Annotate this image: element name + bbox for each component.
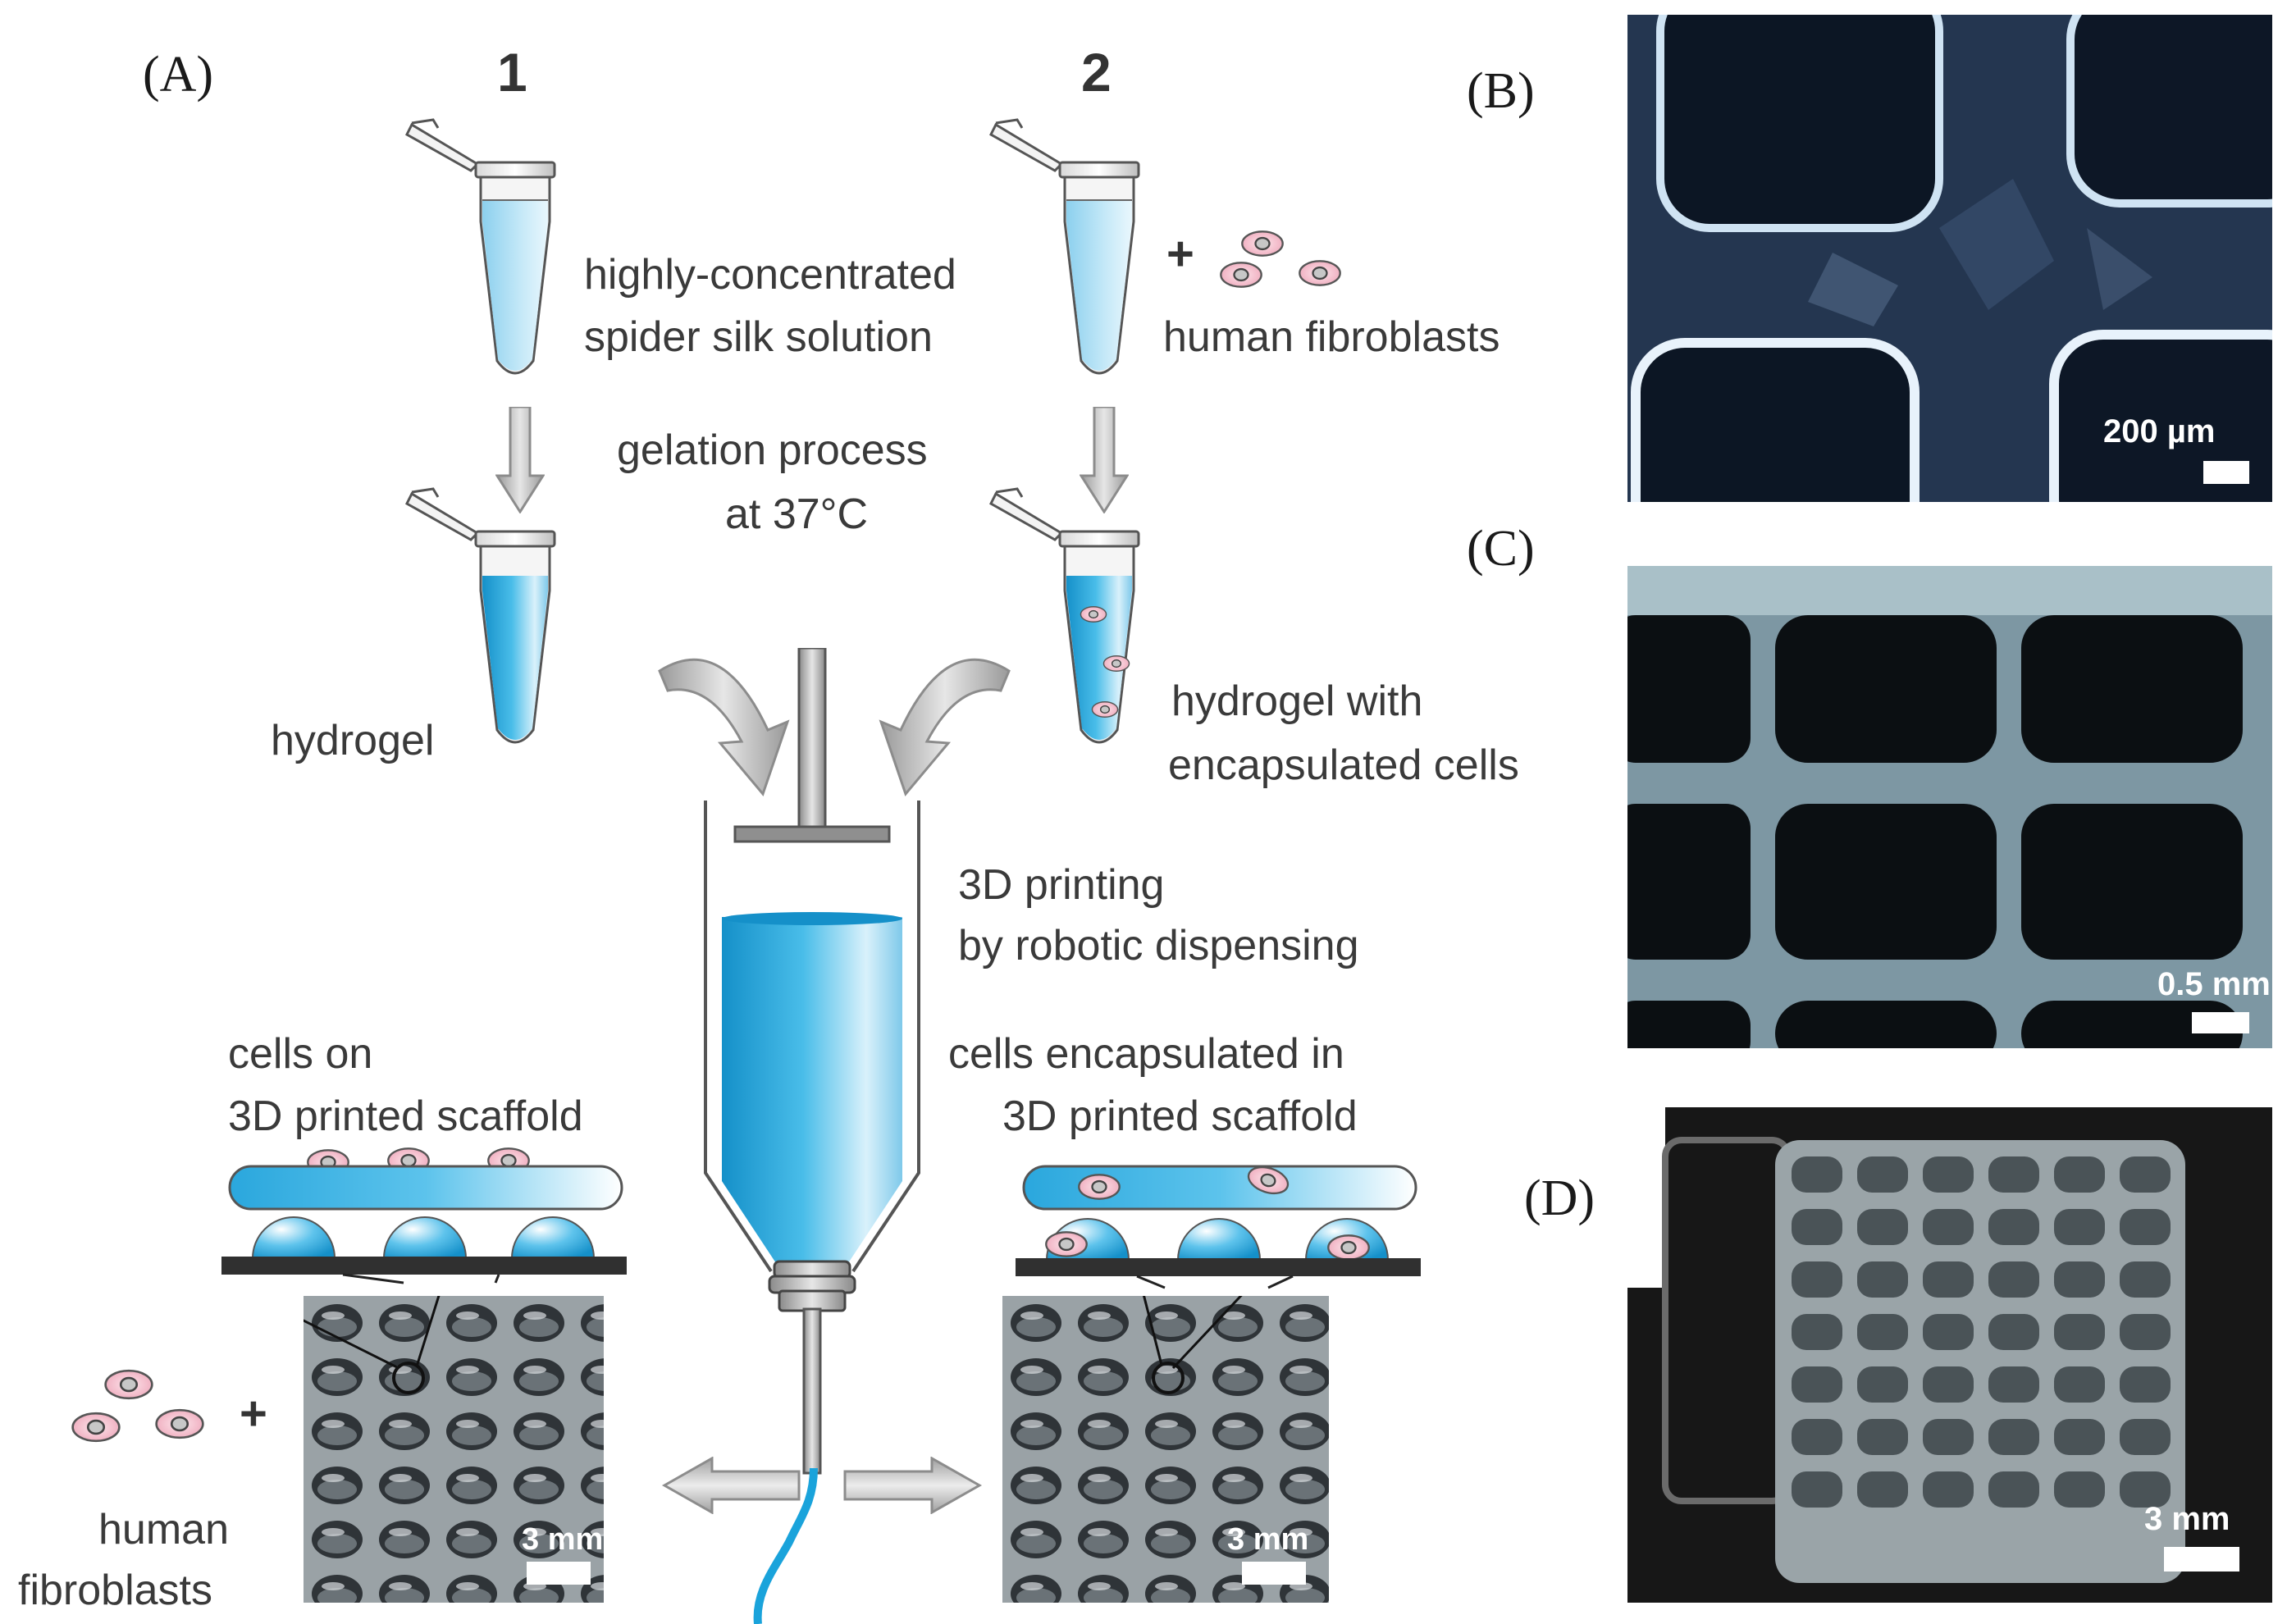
hydrogel-tube <box>405 487 556 744</box>
hydrogel-cells-label-line2: encapsulated cells <box>1168 741 1519 789</box>
gelation-label-line2: at 37°C <box>725 490 869 538</box>
cells-in-label-line2: 3D printed scaffold <box>1002 1093 1358 1140</box>
silk-cells-tube <box>989 118 1140 375</box>
panel-d-scale-bar <box>2164 1547 2239 1572</box>
hydrogel-cells-label-line1: hydrogel with <box>1171 677 1423 725</box>
silk-solution-label-line2: spider silk solution <box>584 313 933 361</box>
fibroblasts-bottom-label-line2: fibroblasts <box>18 1567 212 1614</box>
hydrogel-label: hydrogel <box>271 717 435 764</box>
panel-d-label: (D) <box>1524 1170 1595 1226</box>
cells-in-label-line1: cells encapsulated in <box>948 1030 1344 1078</box>
silk-solution-label-line1: highly-concentrated <box>584 251 956 299</box>
panel-b-label: (B) <box>1467 63 1535 119</box>
panel-b-scale-text: 200 µm <box>2103 413 2216 449</box>
right-scaffold-scale-bar <box>1242 1562 1306 1585</box>
left-scaffold-scale-text: 3 mm <box>522 1522 604 1557</box>
scaffold-cells-in-diagram <box>1016 1161 1421 1289</box>
syringe-dispenser <box>704 648 920 1624</box>
fibroblast-cells-top <box>1220 230 1341 288</box>
scaffold-photo-cells-in: 3 mm <box>1002 1296 1329 1603</box>
cells-on-label-line2: 3D printed scaffold <box>228 1093 583 1140</box>
panel-d-photo: 3 mm <box>1627 1107 2272 1603</box>
plus-sign-top: + <box>1166 227 1194 281</box>
panel-a-label: (A) <box>143 47 214 103</box>
curved-arrow-right <box>879 658 1011 797</box>
silk-solution-tube <box>405 118 556 375</box>
scaffold-photo-cells-on: 3 mm <box>304 1296 604 1603</box>
arrow-left-horizontal <box>661 1457 801 1514</box>
printing-label-line1: 3D printing <box>958 861 1165 909</box>
panel-c-scale-text: 0.5 mm <box>2157 966 2271 1002</box>
panel-b-scale-bar <box>2203 461 2249 484</box>
plus-sign-bottom: + <box>240 1387 267 1440</box>
curved-arrow-left <box>658 658 790 797</box>
arrow-right-horizontal <box>843 1457 983 1514</box>
cells-on-label-line1: cells on <box>228 1030 373 1078</box>
left-scaffold-scale-bar <box>527 1562 591 1585</box>
right-scaffold-scale-text: 3 mm <box>1227 1522 1309 1557</box>
panel-c-photo: 0.5 mm <box>1627 566 2272 1048</box>
fibroblasts-bottom-label-line1: human <box>98 1506 229 1553</box>
panel-b-micrograph: 200 µm <box>1627 15 2272 502</box>
fibroblast-cells-bottom <box>71 1369 204 1443</box>
panel-c-label: (C) <box>1467 521 1535 577</box>
route-2-label: 2 <box>1081 42 1112 103</box>
gelation-label-line1: gelation process <box>617 427 928 474</box>
hydrogel-cells-tube <box>989 487 1140 744</box>
panel-c-scale-bar <box>2192 1012 2249 1033</box>
fibroblasts-top-label: human fibroblasts <box>1163 313 1500 361</box>
route-1-label: 1 <box>497 42 527 103</box>
printing-label-line2: by robotic dispensing <box>958 922 1359 969</box>
panel-d-scale-text: 3 mm <box>2144 1501 2230 1537</box>
scaffold-cells-on-diagram <box>221 1147 627 1284</box>
